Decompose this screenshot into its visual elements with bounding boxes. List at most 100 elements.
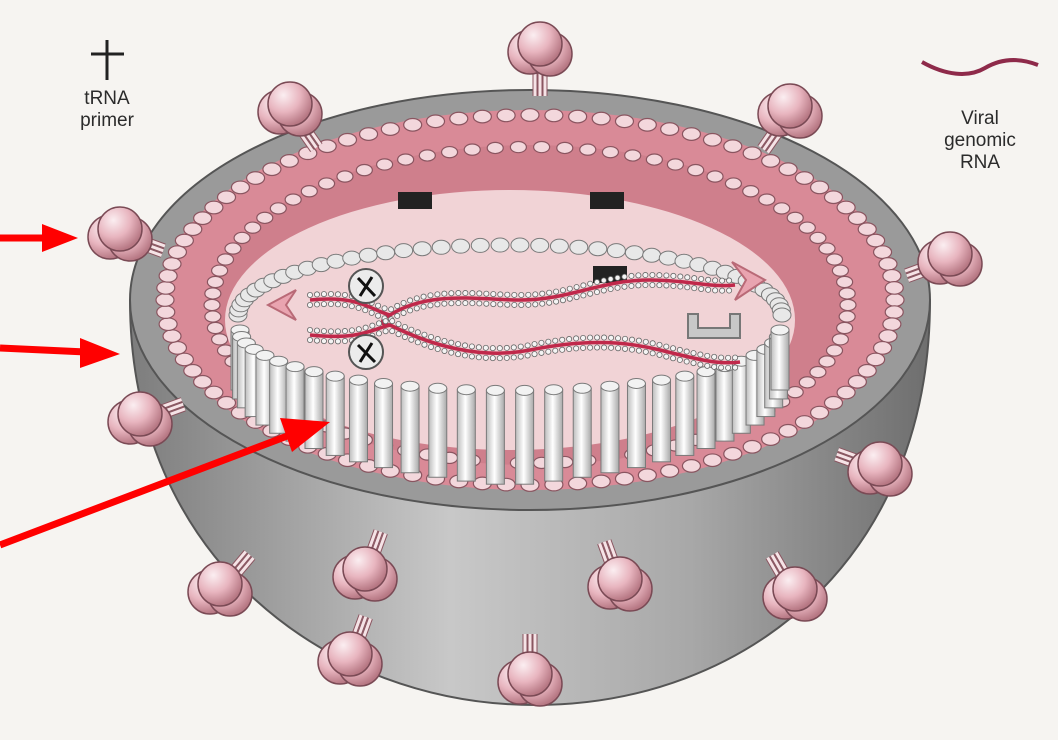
nc-bead xyxy=(356,327,361,332)
nc-bead xyxy=(396,322,401,327)
nc-bead xyxy=(491,291,496,296)
nc-bead xyxy=(382,306,387,311)
nc-bead xyxy=(615,346,620,351)
nc-bead xyxy=(490,356,495,361)
nc-bead xyxy=(532,352,537,357)
nc-bead xyxy=(414,296,419,301)
capsid-column-top xyxy=(457,385,475,395)
nc-bead xyxy=(383,329,388,334)
nc-bead xyxy=(713,278,718,283)
nc-bead xyxy=(428,293,433,298)
capsid-column xyxy=(486,390,504,484)
nc-bead xyxy=(435,336,440,341)
lipid-bead xyxy=(867,353,885,366)
capsid-top-bead xyxy=(643,248,661,262)
nc-bead xyxy=(335,339,340,344)
lipid-bead xyxy=(885,282,903,295)
legend-viral-line1: Viral xyxy=(920,108,1040,130)
nc-bead xyxy=(629,347,634,352)
nc-bead xyxy=(511,355,516,360)
nc-bead xyxy=(314,328,319,333)
lipid-bead xyxy=(827,345,843,356)
nc-bead xyxy=(342,328,347,333)
lipid-bead xyxy=(625,150,641,161)
nc-bead xyxy=(321,301,326,306)
nc-bead xyxy=(428,344,433,349)
nc-bead xyxy=(512,302,517,307)
capsid-column xyxy=(516,390,534,484)
nc-bead xyxy=(636,338,641,343)
nc-bead xyxy=(505,302,510,307)
knob-lobe xyxy=(343,547,387,591)
nc-bead xyxy=(449,301,454,306)
lipid-bead xyxy=(638,469,656,482)
nc-bead xyxy=(608,286,613,291)
capsid-column-top xyxy=(516,385,534,395)
lipid-bead xyxy=(743,147,761,160)
trna-primer-2 xyxy=(349,335,383,369)
nc-bead xyxy=(383,319,388,324)
nc-bead xyxy=(526,302,531,307)
nc-bead xyxy=(463,300,468,305)
nc-bead xyxy=(650,351,655,356)
capsid-column xyxy=(573,388,591,477)
nc-bead xyxy=(497,356,502,361)
lipid-bead xyxy=(381,123,399,136)
legend-trna-primer-label: tRNA primer xyxy=(52,88,162,132)
nc-bead xyxy=(553,348,558,353)
capsid-column-top xyxy=(545,385,563,395)
nc-bead xyxy=(342,338,347,343)
knob-lobe xyxy=(773,567,817,611)
lipid-bead xyxy=(824,191,842,204)
nc-bead xyxy=(402,334,407,339)
nc-bead xyxy=(415,340,420,345)
lipid-bead xyxy=(205,288,221,299)
nc-bead xyxy=(511,345,516,350)
knob-lobe xyxy=(328,632,372,676)
lipid-bead xyxy=(724,448,742,461)
lipid-bead xyxy=(569,477,587,490)
lipid-bead xyxy=(811,181,829,194)
nc-bead xyxy=(349,328,354,333)
nc-bead xyxy=(650,272,655,277)
nc-bead xyxy=(574,336,579,341)
nc-bead xyxy=(581,283,586,288)
nc-bead xyxy=(421,304,426,309)
nc-bead xyxy=(519,302,524,307)
lipid-bead xyxy=(212,265,228,276)
capsid-top-bead xyxy=(471,238,489,252)
lipid-bead xyxy=(163,330,181,343)
nc-bead xyxy=(363,325,368,330)
lipid-bead xyxy=(521,109,539,122)
lipid-bead xyxy=(510,142,526,153)
lipid-bead xyxy=(811,406,829,419)
nc-bead xyxy=(581,293,586,298)
capsid-top-bead xyxy=(625,246,643,260)
lipid-bead xyxy=(404,119,422,132)
nc-bead xyxy=(470,291,475,296)
nc-bead xyxy=(525,353,530,358)
lipid-bead xyxy=(580,144,596,155)
capsid-top-bead xyxy=(773,308,791,322)
lipid-bead xyxy=(819,243,835,254)
nc-bead xyxy=(314,292,319,297)
arrow-lipid-bilayer xyxy=(0,338,120,368)
nc-bead xyxy=(469,354,474,359)
lipid-bead xyxy=(301,186,317,197)
nc-bead xyxy=(622,274,627,279)
nc-bead xyxy=(601,278,606,283)
nc-bead xyxy=(608,276,613,281)
nc-bead xyxy=(719,355,724,360)
nc-bead xyxy=(307,337,312,342)
nc-bead xyxy=(601,345,606,350)
lipid-bead xyxy=(184,364,202,377)
lipid-bead xyxy=(280,155,298,168)
nc-bead xyxy=(727,278,732,283)
nc-bead xyxy=(643,272,648,277)
nc-bead xyxy=(601,288,606,293)
nc-bead xyxy=(462,343,467,348)
lipid-bead xyxy=(217,254,233,265)
capsid-column xyxy=(601,386,619,473)
lipid-bead xyxy=(824,396,842,409)
nc-bead xyxy=(396,332,401,337)
